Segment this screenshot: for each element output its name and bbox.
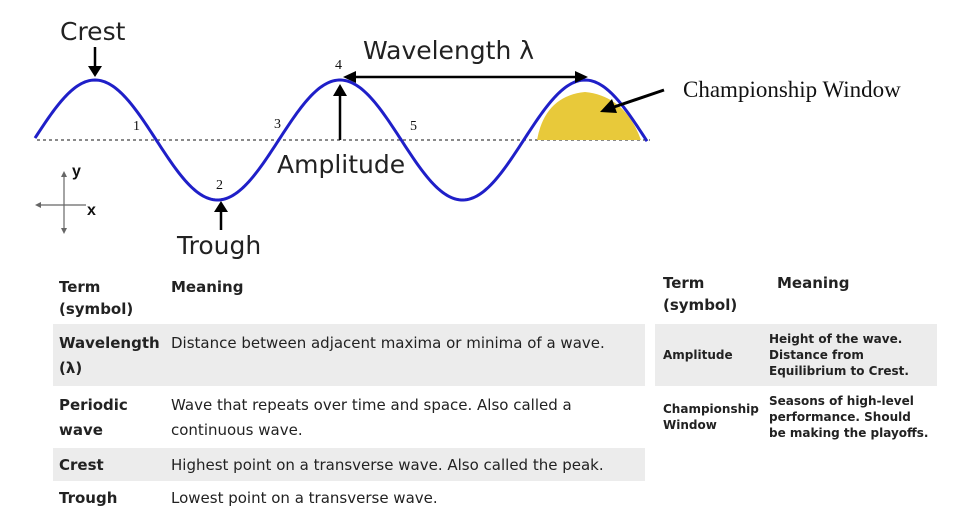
axis-x-label: x <box>87 202 96 219</box>
term-cell: Trough <box>59 489 118 507</box>
extra-terms-table: Term (symbol) Meaning Amplitude Height o… <box>655 272 937 448</box>
axis-y-arrowhead <box>61 171 67 177</box>
table-row: Periodic wave Wave that repeats over tim… <box>53 386 645 448</box>
terms-table: Term (symbol) Meaning Wavelength (λ) Dis… <box>53 268 645 514</box>
meaning-cell: Height of the wave. Distance from Equili… <box>769 332 909 378</box>
header-term: Term (symbol) <box>59 278 134 318</box>
amplitude-arrowhead <box>333 84 347 96</box>
trough-arrowhead <box>214 201 228 212</box>
meaning-cell: Seasons of high-level performance. Shoul… <box>769 394 929 440</box>
point-number-2: 2 <box>216 178 223 193</box>
meaning-cell: Distance between adjacent maxima or mini… <box>171 334 605 352</box>
wavelength-label: Wavelength λ <box>363 36 535 65</box>
wavelength-arrowhead-right <box>575 71 588 83</box>
meaning-cell: Lowest point on a transverse wave. <box>171 489 438 507</box>
table-row: Trough Lowest point on a transverse wave… <box>53 481 645 514</box>
term-cell: Championship Window <box>663 402 759 432</box>
meaning-cell: Wave that repeats over time and space. A… <box>171 396 572 439</box>
table-header: Term (symbol) Meaning <box>53 268 645 324</box>
axis-y-label: y <box>72 163 81 180</box>
amplitude-label: Amplitude <box>277 150 406 179</box>
table-row: Wavelength (λ) Distance between adjacent… <box>53 324 645 386</box>
crest-label: Crest <box>60 17 126 46</box>
wave-diagram <box>33 47 665 234</box>
term-cell: Wavelength (λ) <box>59 334 160 377</box>
term-cell: Crest <box>59 456 104 474</box>
table-row: Crest Highest point on a transverse wave… <box>53 448 645 481</box>
header-meaning: Meaning <box>171 278 244 296</box>
meaning-cell: Highest point on a transverse wave. Also… <box>171 456 604 474</box>
point-number-1: 1 <box>133 119 140 134</box>
wave-curve <box>33 78 649 202</box>
term-cell: Amplitude <box>663 348 733 362</box>
championship-window-pointer-head <box>600 99 617 113</box>
header-term: Term (symbol) <box>663 274 738 314</box>
championship-window-pointer <box>613 88 665 109</box>
championship-window-highlight <box>537 92 641 140</box>
point-number-5: 5 <box>410 119 417 134</box>
crest-arrowhead <box>88 66 102 77</box>
axis-x-arrowhead <box>35 202 41 208</box>
championship-window-label: Championship Window <box>683 77 901 102</box>
axis-y-arrowhead-bottom <box>61 228 67 234</box>
wavelength-arrowhead-left <box>343 71 356 83</box>
table-header: Term (symbol) Meaning <box>655 272 937 324</box>
point-number-3: 3 <box>274 117 281 132</box>
term-cell: Periodic wave <box>59 396 128 439</box>
table-row: Championship Window Seasons of high-leve… <box>655 386 937 448</box>
table-row: Amplitude Height of the wave. Distance f… <box>655 324 937 386</box>
point-number-4: 4 <box>335 58 342 73</box>
header-meaning: Meaning <box>777 274 850 292</box>
trough-label: Trough <box>177 231 262 260</box>
